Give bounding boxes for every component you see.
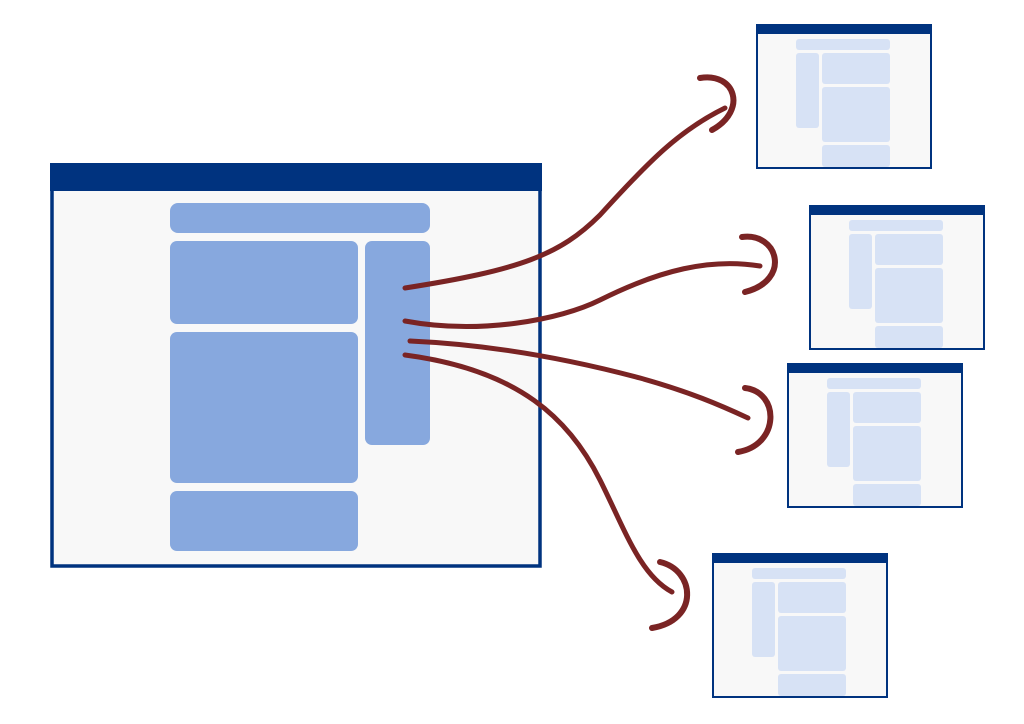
small-block-content-bottom — [853, 484, 921, 506]
small-block-content-bottom — [822, 145, 890, 167]
connectors — [402, 74, 778, 631]
small-block-sidebar — [752, 582, 775, 657]
small-block-header — [752, 568, 846, 579]
main-block-content-top — [170, 241, 358, 324]
small-window-titlebar — [756, 24, 932, 34]
small-window-titlebar — [787, 363, 963, 373]
small-block-content-main — [822, 87, 890, 142]
main-block-header — [170, 203, 430, 233]
small-windows — [712, 24, 985, 698]
small-block-content-top — [853, 392, 921, 423]
small-block-header — [849, 220, 943, 231]
connector-2 — [402, 261, 763, 329]
connector-2-hook — [739, 233, 778, 295]
small-block-content-top — [778, 582, 846, 613]
connector-4 — [402, 352, 675, 595]
small-block-header — [796, 39, 890, 50]
main-window-titlebar — [50, 163, 542, 191]
small-window-titlebar — [809, 205, 985, 215]
window-copy-1 — [756, 24, 932, 169]
window-copy-2 — [809, 205, 985, 350]
small-block-content-main — [875, 268, 943, 323]
small-block-sidebar — [849, 234, 872, 309]
small-block-content-bottom — [875, 326, 943, 348]
small-block-sidebar — [796, 53, 819, 128]
connector-1-hook — [697, 74, 737, 133]
small-block-content-top — [875, 234, 943, 265]
window-copy-4 — [712, 553, 888, 698]
window-copy-3 — [787, 363, 963, 508]
connector-4-hook — [649, 559, 691, 631]
small-block-content-main — [853, 426, 921, 481]
small-block-content-main — [778, 616, 846, 671]
connector-1 — [402, 105, 728, 291]
connector-3 — [407, 338, 751, 421]
main-block-content-bottom — [170, 491, 358, 551]
small-block-header — [827, 378, 921, 389]
main-block-content-main — [170, 332, 358, 483]
small-block-content-top — [822, 53, 890, 84]
small-block-sidebar — [827, 392, 850, 467]
main-window — [50, 163, 542, 568]
main-block-sidebar — [365, 241, 430, 445]
small-window-titlebar — [712, 553, 888, 563]
connector-3-hook — [735, 385, 774, 455]
small-block-content-bottom — [778, 674, 846, 696]
